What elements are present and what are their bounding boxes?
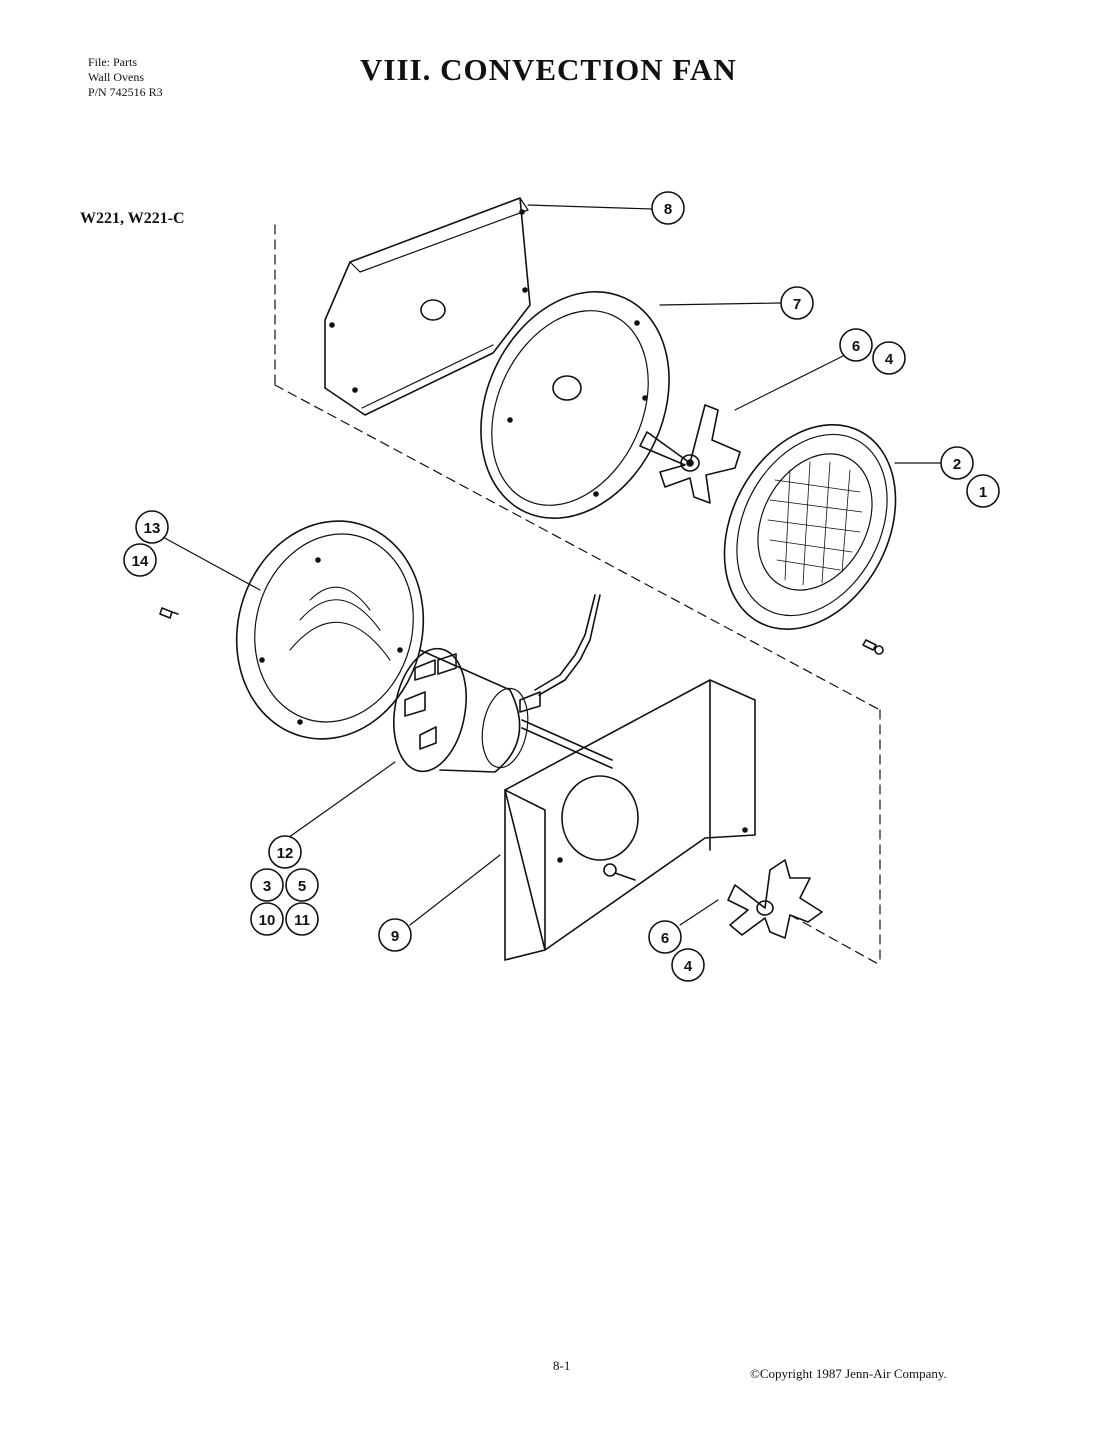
svg-text:1: 1 xyxy=(979,484,987,501)
callout-6-lower: 6 xyxy=(648,920,682,954)
svg-text:4: 4 xyxy=(885,351,894,368)
alignment-lines xyxy=(274,224,881,966)
file-line: P/N 742516 R3 xyxy=(88,85,163,99)
callout-9: 9 xyxy=(378,918,412,952)
grille-mesh xyxy=(767,461,863,586)
svg-text:9: 9 xyxy=(391,928,399,945)
fan-blade-lower-part xyxy=(727,859,823,939)
svg-text:11: 11 xyxy=(294,912,310,929)
svg-text:6: 6 xyxy=(661,930,669,947)
grille-cover-part xyxy=(723,424,897,630)
svg-text:2: 2 xyxy=(953,456,961,473)
fan-blade-upper-part xyxy=(639,404,741,504)
callout-6-upper: 6 xyxy=(839,328,873,362)
leader-lines xyxy=(149,204,941,926)
screw-small-part xyxy=(159,607,179,619)
page-number: 8-1 xyxy=(553,1358,571,1373)
mounting-bracket-part xyxy=(504,679,756,961)
model-numbers: W221, W221-C xyxy=(80,210,185,227)
svg-text:10: 10 xyxy=(259,912,276,929)
callout-4-lower: 4 xyxy=(671,948,705,982)
motor-housing-part xyxy=(235,520,425,740)
file-line: Wall Ovens xyxy=(88,70,145,84)
svg-text:7: 7 xyxy=(793,296,801,313)
callout-5: 5 xyxy=(285,868,319,902)
copyright-notice: ©Copyright 1987 Jenn-Air Company. xyxy=(750,1366,947,1381)
callout-3: 3 xyxy=(250,868,284,902)
file-info: File: Parts Wall Ovens P/N 742516 R3 xyxy=(88,55,163,100)
callout-10: 10 xyxy=(250,902,284,936)
page-title: VIII. CONVECTION FAN xyxy=(360,52,737,87)
callout-1: 1 xyxy=(966,474,1000,508)
back-plate-part xyxy=(324,197,531,416)
svg-text:6: 6 xyxy=(852,338,860,355)
svg-text:4: 4 xyxy=(684,958,693,975)
svg-text:8: 8 xyxy=(664,201,672,218)
svg-text:5: 5 xyxy=(298,878,306,895)
callout-11: 11 xyxy=(285,902,319,936)
motor-part xyxy=(393,594,613,773)
callout-13: 13 xyxy=(135,510,169,544)
callout-4-upper: 4 xyxy=(872,341,906,375)
callout-14: 14 xyxy=(123,543,157,577)
screw-part xyxy=(862,639,884,655)
baffle-ring-part xyxy=(480,290,670,520)
svg-text:14: 14 xyxy=(132,553,149,570)
callout-2: 2 xyxy=(940,446,974,480)
file-line: File: Parts xyxy=(88,55,138,69)
callout-7: 7 xyxy=(780,286,814,320)
svg-text:12: 12 xyxy=(277,845,294,862)
callout-12: 12 xyxy=(268,835,302,869)
svg-text:3: 3 xyxy=(263,878,271,895)
callout-8: 8 xyxy=(651,191,685,225)
svg-text:13: 13 xyxy=(144,520,161,537)
